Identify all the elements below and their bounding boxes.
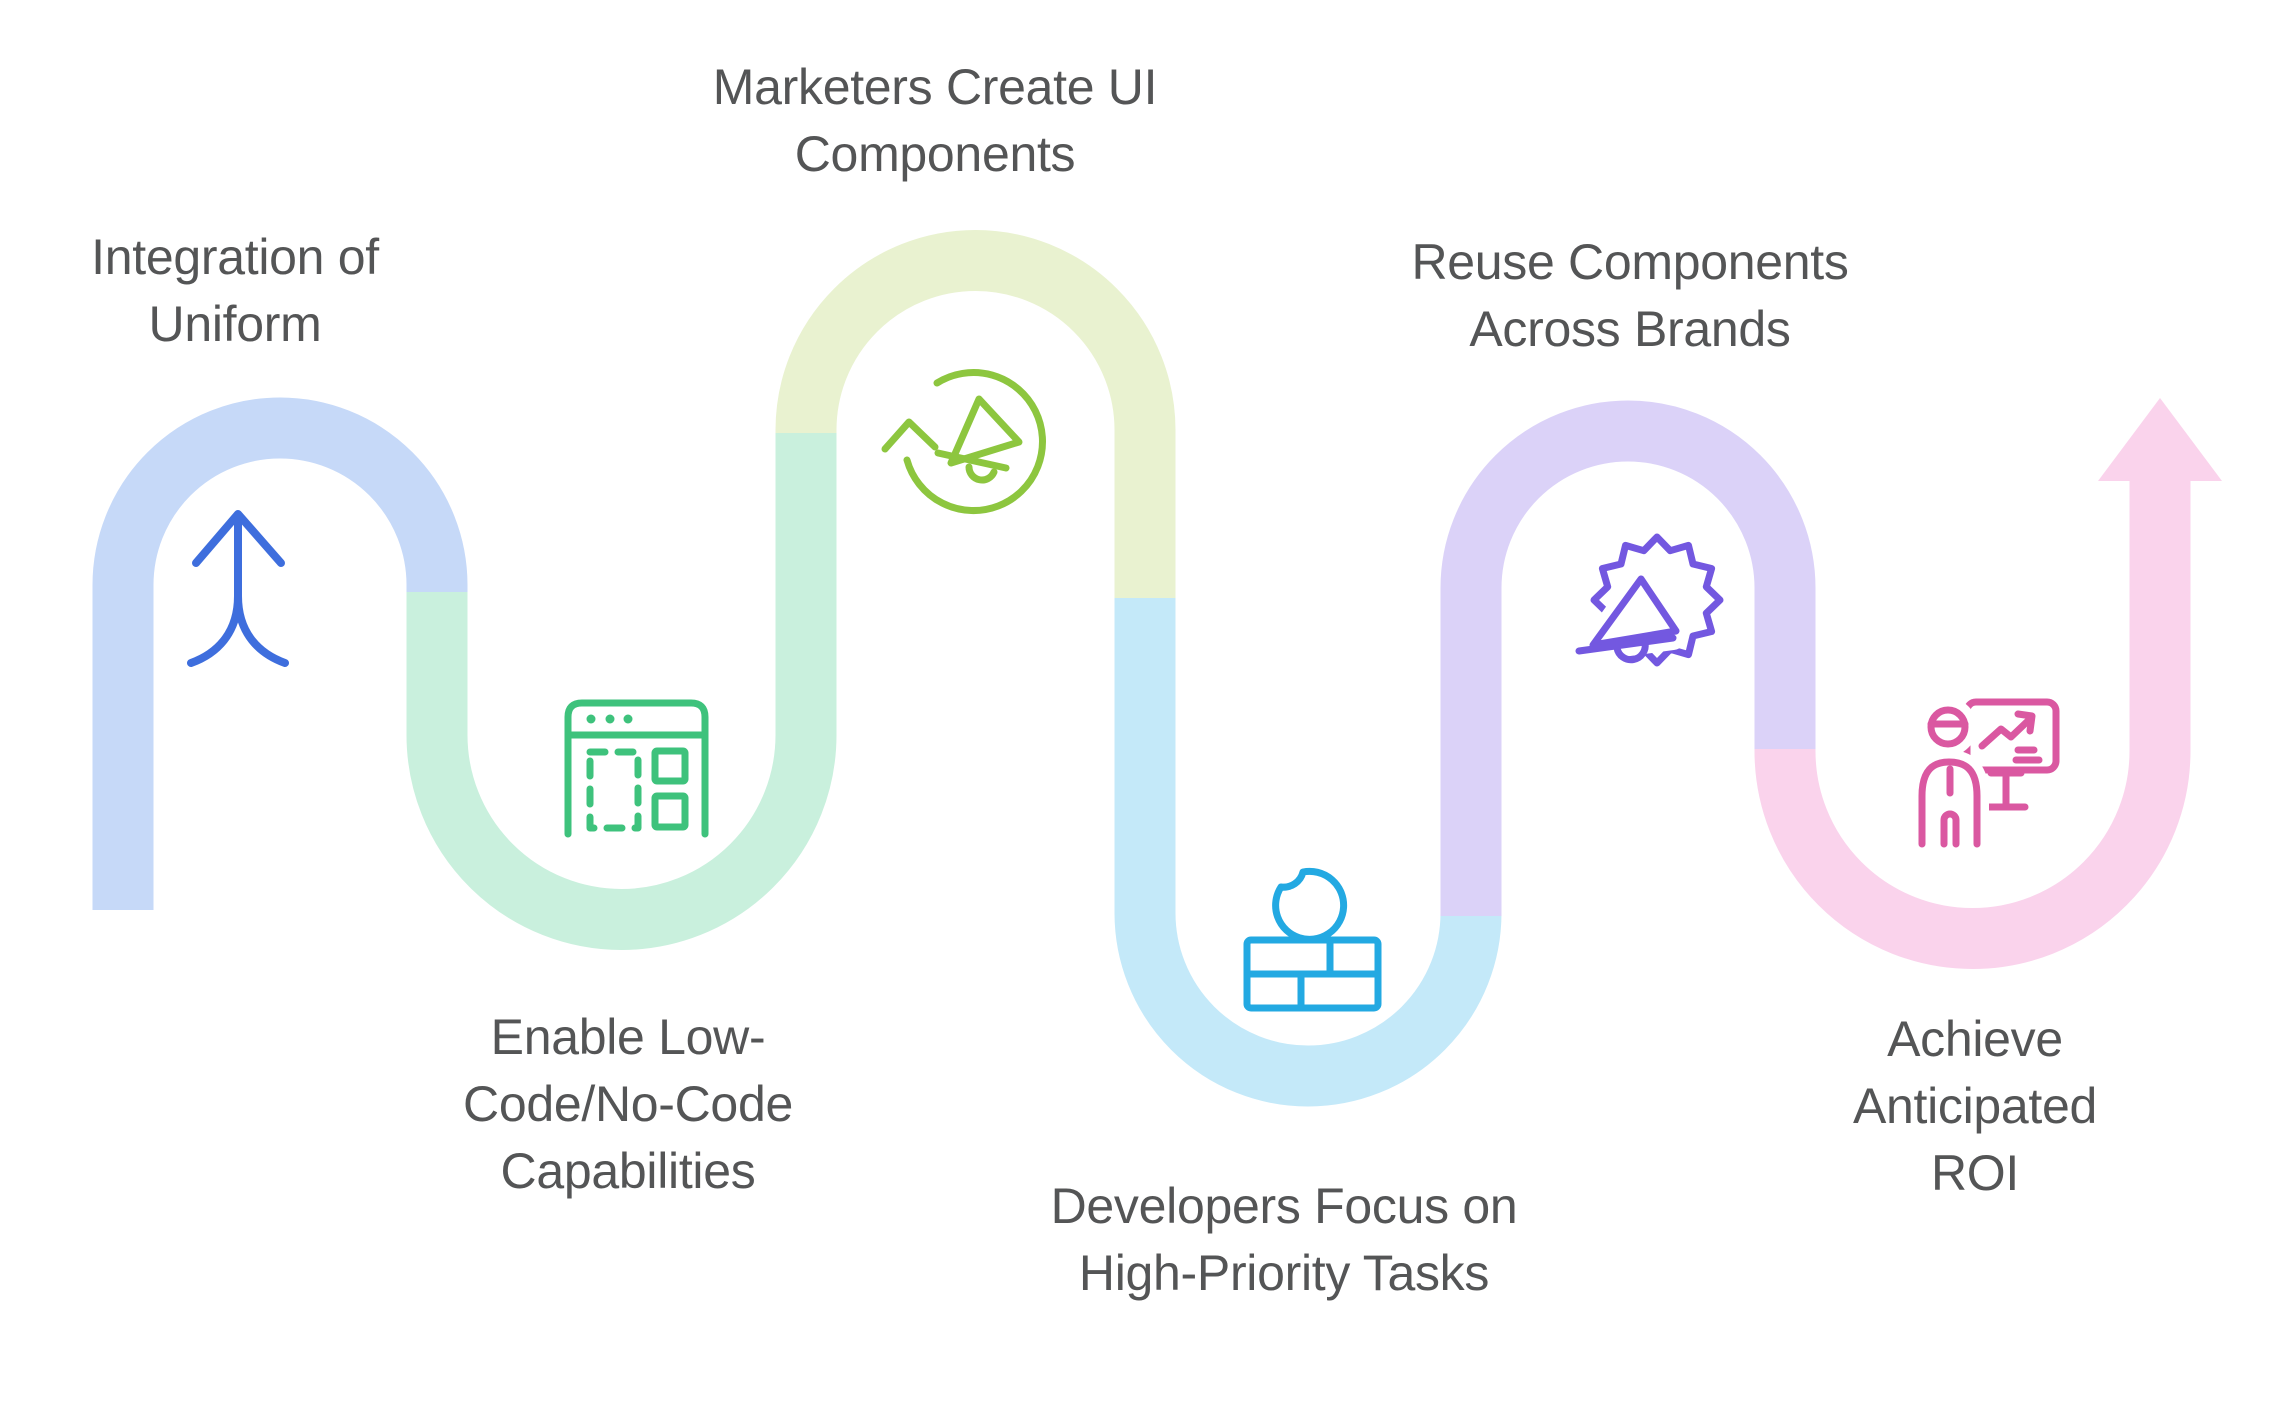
path-segment-1 [92,397,468,910]
step-label-6: Achieve Anticipated ROI [1852,1011,2098,1201]
presenter-chart-icon [1910,698,2060,856]
path-segment-2 [406,430,837,950]
step-label-1: Integration of Uniform [91,229,379,352]
path-segment-6 [1754,480,2191,969]
step-label-3: Marketers Create UI Components [712,59,1158,182]
step-label-4: Developers Focus on High-Priority Tasks [1050,1178,1518,1301]
step-label-2: Enable Low- Code/No-Code Capabilities [463,1009,793,1199]
arrow-head [2098,398,2222,481]
megaphone-refresh-icon [881,369,1046,515]
megaphone-badge-icon [1567,533,1724,667]
path-segment-3 [775,230,1176,601]
step-label-5: Reuse Components Across Brands [1411,234,1849,357]
path-segment-5 [1440,400,1816,916]
merge-arrows-up-icon [187,510,289,667]
firewall-flame-icon [1243,867,1382,1012]
browser-components-icon [564,699,709,838]
path-segment-4 [1114,598,1502,1107]
